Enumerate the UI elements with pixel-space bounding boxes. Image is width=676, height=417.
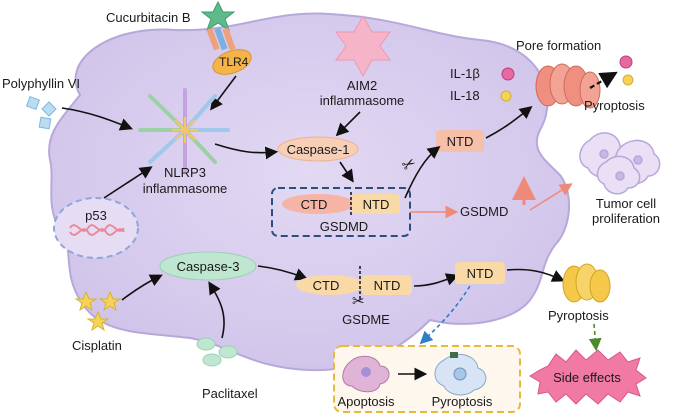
- cucurbitacin-star-icon: [200, 0, 236, 32]
- il18-label: IL-18: [450, 88, 480, 103]
- yellow-channel-icon: [562, 263, 611, 303]
- il1b-label: IL-1β: [450, 66, 480, 81]
- aim2-star-icon: [335, 14, 391, 78]
- gsdme-row-name: GSDME: [342, 312, 390, 327]
- pyroptotic-cell-icon: [434, 352, 487, 396]
- gsdmd-ntd-node: [352, 194, 400, 214]
- scissors-icon-lower: ✂: [352, 293, 365, 310]
- polyphyllin-label: Polyphyllin VI: [2, 76, 80, 91]
- cell-membrane: [48, 12, 571, 372]
- nlrp3-to-caspase1-arrow: [214, 143, 279, 160]
- nlrp3-label-line1: NLRP3: [164, 165, 206, 180]
- gsdme-ctd-label: CTD: [313, 278, 340, 293]
- ntd-lower-node: [455, 262, 505, 284]
- p53-label: p53: [85, 208, 107, 223]
- cisplatin-label: Cisplatin: [72, 338, 122, 353]
- released-il18-dot-icon: [622, 74, 634, 86]
- ntd-lower-label: NTD: [467, 266, 494, 281]
- nlrp3-label-line2: inflammasome: [143, 181, 228, 196]
- gsdmd-arrow-label: GSDMD: [460, 204, 508, 219]
- tumor-label-line2: proliferation: [592, 211, 660, 226]
- tumor-cells-icon: [579, 132, 661, 195]
- ntd-to-apoptosis-box-arrow: [419, 285, 471, 345]
- il1b-dot-icon: [501, 67, 515, 81]
- tlr4-receptor-icon: [206, 27, 252, 75]
- aim2-to-caspase1-arrow: [335, 111, 361, 137]
- cisplatin-to-caspase3-arrow: [121, 274, 163, 301]
- caspase3-node: [159, 251, 257, 281]
- cisplatin-stars-icon: [74, 290, 122, 332]
- p53-to-nlrp3-arrow: [103, 166, 153, 199]
- aim2-label-line2: inflammasome: [320, 93, 405, 108]
- ntd-upper-label: NTD: [447, 134, 474, 149]
- caspase1-node: [277, 136, 359, 162]
- paclitaxel-label: Paclitaxel: [202, 386, 258, 401]
- caspase3-label: Caspase-3: [177, 259, 240, 274]
- p53-nucleus-icon: [53, 197, 139, 259]
- gsdme-ntd-node: [362, 275, 412, 295]
- apoptosis-label: Apoptosis: [337, 394, 395, 409]
- released-il1b-dot-icon: [619, 55, 633, 69]
- tumor-label-line1: Tumor cell: [596, 196, 656, 211]
- gsdmd-dashed-box: [271, 187, 411, 237]
- apoptotic-cell-icon: [342, 355, 390, 393]
- gsdmd-ntd-label: NTD: [363, 197, 390, 212]
- pyroptosis-bottom-label: Pyroptosis: [548, 308, 609, 323]
- tlr4-to-nlrp3-arrow: [210, 75, 237, 111]
- tlr4-label: TLR4: [219, 55, 249, 69]
- il18-dot-icon: [500, 90, 512, 102]
- gsdmd-box-name: GSDMD: [320, 219, 368, 234]
- side-effects-label: Side effects: [553, 370, 621, 385]
- nlrp3-inflammasome-icon: [138, 88, 230, 172]
- caspase1-to-gsdmd-arrow: [339, 161, 354, 183]
- ntd-to-pyroptosis-lower-arrow: [506, 268, 565, 282]
- polyphyllin-to-nlrp3-arrow: [61, 107, 133, 131]
- paclitaxel-pills-icon: [196, 337, 238, 367]
- paclitaxel-to-caspase3-arrow: [208, 281, 225, 339]
- side-effects-burst-icon: [529, 349, 647, 405]
- pyroptosis-to-side-effects-arrow: [588, 323, 602, 352]
- gsdmd-ctd-label: CTD: [301, 197, 328, 212]
- pyroptosis-top-label: Pyroptosis: [584, 98, 645, 113]
- pore-channel-icon: [535, 63, 601, 109]
- gsdme-ctd-node: [296, 275, 364, 295]
- cucurbitacin-label: Cucurbitacin B: [106, 10, 191, 25]
- polyphyllin-crystals-icon: [25, 95, 57, 130]
- gsdmd-to-ntd-arrow: [404, 146, 441, 199]
- caspase3-to-gsdme-arrow: [257, 265, 308, 281]
- pyroptosis-box-label: Pyroptosis: [432, 394, 493, 409]
- pore-release-arrow: [589, 71, 618, 89]
- gsdme-to-ntd-arrow: [413, 273, 459, 287]
- ntd-to-pore-arrow: [485, 106, 533, 139]
- caspase1-label: Caspase-1: [287, 142, 350, 157]
- gsdmd-to-tumor-arrow: [529, 183, 573, 211]
- gsdme-ntd-label: NTD: [374, 278, 401, 293]
- pore-formation-label: Pore formation: [516, 38, 601, 53]
- gsdmd-ctd-node: [282, 194, 354, 214]
- aim2-label-line1: AIM2: [347, 78, 377, 93]
- ntd-upper-node: [436, 130, 484, 152]
